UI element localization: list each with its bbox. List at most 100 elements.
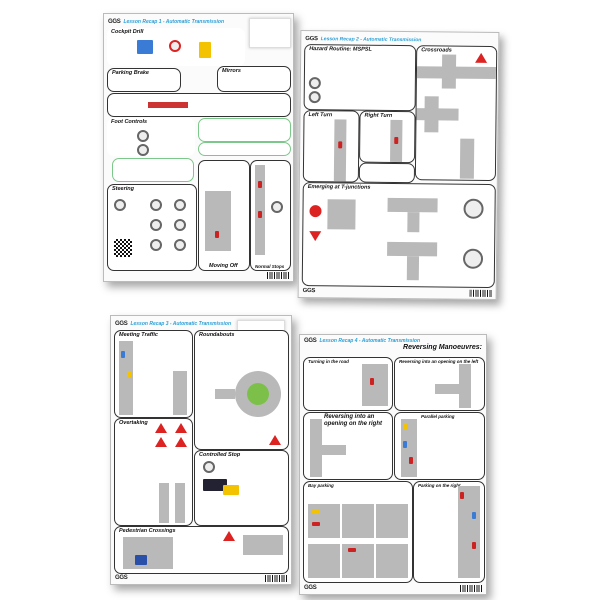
- panel-title: Crossroads: [421, 47, 452, 54]
- road-illustration: [376, 544, 408, 578]
- qr-code: [114, 239, 132, 257]
- road-illustration: [173, 371, 187, 415]
- panel-title: Cockpit Drill: [111, 29, 144, 35]
- ggs-logo: GGS: [115, 321, 128, 327]
- warning-sign-icon: [475, 52, 488, 63]
- road-illustration: [435, 384, 459, 394]
- sheet-title: Lesson Recap 1 - Automatic Transmission: [123, 19, 225, 25]
- car-illustration: [403, 441, 407, 448]
- steering-wheel-icon: [174, 199, 186, 211]
- steering-wheel-icon: [150, 239, 162, 251]
- road-illustration: [401, 419, 417, 477]
- panel-mirrors: Mirrors: [217, 66, 291, 92]
- sheet-header: GGS Lesson Recap 1 - Automatic Transmiss…: [108, 17, 289, 27]
- road-illustration: [322, 445, 346, 455]
- panel-parking-on-right: Parking on the right: [413, 481, 485, 583]
- panel-moving-off: Moving Off: [198, 160, 250, 271]
- panel-right-turn-tip: [358, 162, 416, 184]
- panel-roundabouts: Roundabouts: [194, 330, 289, 450]
- car-illustration: [370, 378, 374, 385]
- steering-wheel-icon: [308, 77, 321, 90]
- panel-engine-transmission: [107, 93, 291, 117]
- car-illustration: [312, 510, 320, 514]
- panel-cockpit-drill: Cockpit Drill: [107, 28, 245, 66]
- car-illustration: [258, 181, 262, 188]
- car-illustration: [409, 457, 413, 464]
- steering-wheel-icon: [150, 219, 162, 231]
- car-illustration: [472, 512, 476, 519]
- panel-title: Parking Brake: [112, 70, 149, 76]
- panel-title: Roundabouts: [199, 332, 235, 338]
- car-illustration: [127, 371, 131, 378]
- seat-icon: [169, 40, 181, 52]
- panel-title: Foot Controls: [111, 119, 148, 125]
- car-illustration: [203, 479, 227, 491]
- road-illustration: [308, 544, 340, 578]
- road-illustration: [310, 419, 322, 477]
- sheet-footer: GGS: [303, 287, 492, 297]
- road-illustration: [175, 483, 185, 523]
- road-illustration: [416, 66, 497, 80]
- sheet-footer: GGS: [115, 574, 287, 582]
- panel-meeting-traffic: Meeting Traffic: [114, 330, 193, 418]
- car-illustration: [348, 548, 356, 552]
- road-illustration: [123, 537, 173, 569]
- steering-wheel-icon: [114, 199, 126, 211]
- panel-title: Reversing into an opening on the right: [324, 414, 382, 427]
- warning-sign-icon: [269, 435, 281, 445]
- road-illustration: [308, 504, 340, 538]
- road-illustration: [459, 364, 471, 408]
- panel-title: Bay parking: [308, 483, 334, 488]
- road-illustration: [362, 364, 388, 406]
- barcode: [265, 574, 287, 582]
- panel-title: Controlled Stop: [199, 452, 241, 458]
- panel-title: Mirrors: [222, 68, 241, 74]
- sheet-title: Lesson Recap 2 - Automatic Transmission: [320, 36, 422, 44]
- panel-title: Left Turn: [308, 112, 333, 119]
- road-illustration: [376, 504, 408, 538]
- panel-reversing-right: Reversing into an opening on the right: [303, 412, 393, 480]
- panel-title: Emerging at T-junctions: [307, 184, 371, 191]
- road-illustration: [459, 138, 475, 179]
- panel-turning-in-road: Turning in the road: [303, 357, 393, 411]
- warning-sign-icon: [175, 437, 187, 447]
- road-illustration: [342, 544, 374, 578]
- road-illustration: [387, 241, 438, 257]
- car-illustration: [460, 492, 464, 499]
- driver-seat-image: [199, 42, 211, 58]
- panel-bay-parking: Bay parking: [303, 481, 413, 583]
- barcode: [267, 271, 289, 279]
- panel-hazard-routine: Hazard Routine: MSPSL: [303, 44, 417, 112]
- sheet-subtitle: Reversing Manoeuvres:: [403, 344, 482, 351]
- warning-sign-icon: [155, 423, 167, 433]
- car-illustration: [338, 141, 343, 149]
- steering-wheel-icon: [462, 248, 484, 269]
- car-illustration: [312, 522, 320, 526]
- road-illustration: [387, 197, 438, 213]
- panel-reversing-left: Reversing into an opening on the left: [394, 357, 485, 411]
- panel-title: Pedestrian Crossings: [119, 528, 176, 534]
- barcode: [469, 289, 492, 297]
- sheet-footer: GGS: [304, 584, 482, 592]
- roundabout-island: [247, 383, 269, 405]
- ggs-logo: GGS: [305, 36, 318, 43]
- road-illustration: [333, 119, 347, 182]
- panel-title: Turning in the road: [308, 359, 349, 364]
- lesson-recap-sheet-3: GGS Lesson Recap 3 - Automatic Transmiss…: [110, 315, 292, 585]
- steering-wheel-icon: [150, 199, 162, 211]
- sheet-header: GGS Lesson Recap 3 - Automatic Transmiss…: [115, 319, 287, 329]
- panel-title: Meeting Traffic: [119, 332, 158, 338]
- panel-title: Reversing into an opening on the left: [399, 359, 479, 364]
- panel-electric-vehicle: [198, 118, 291, 142]
- road-illustration: [205, 191, 231, 251]
- give-way-sign-icon: [309, 231, 322, 242]
- steering-wheel-icon: [463, 198, 484, 219]
- warning-sign-icon: [155, 437, 167, 447]
- car-illustration: [394, 136, 399, 144]
- sheet-title: Lesson Recap 3 - Automatic Transmission: [130, 321, 232, 327]
- label-area: [249, 18, 291, 48]
- car-illustration: [472, 542, 476, 549]
- panel-title: Parking on the right: [418, 483, 461, 488]
- panel-title: Normal Stops: [255, 264, 285, 269]
- panel-emerging-t-junctions: Emerging at T-junctions: [301, 181, 496, 289]
